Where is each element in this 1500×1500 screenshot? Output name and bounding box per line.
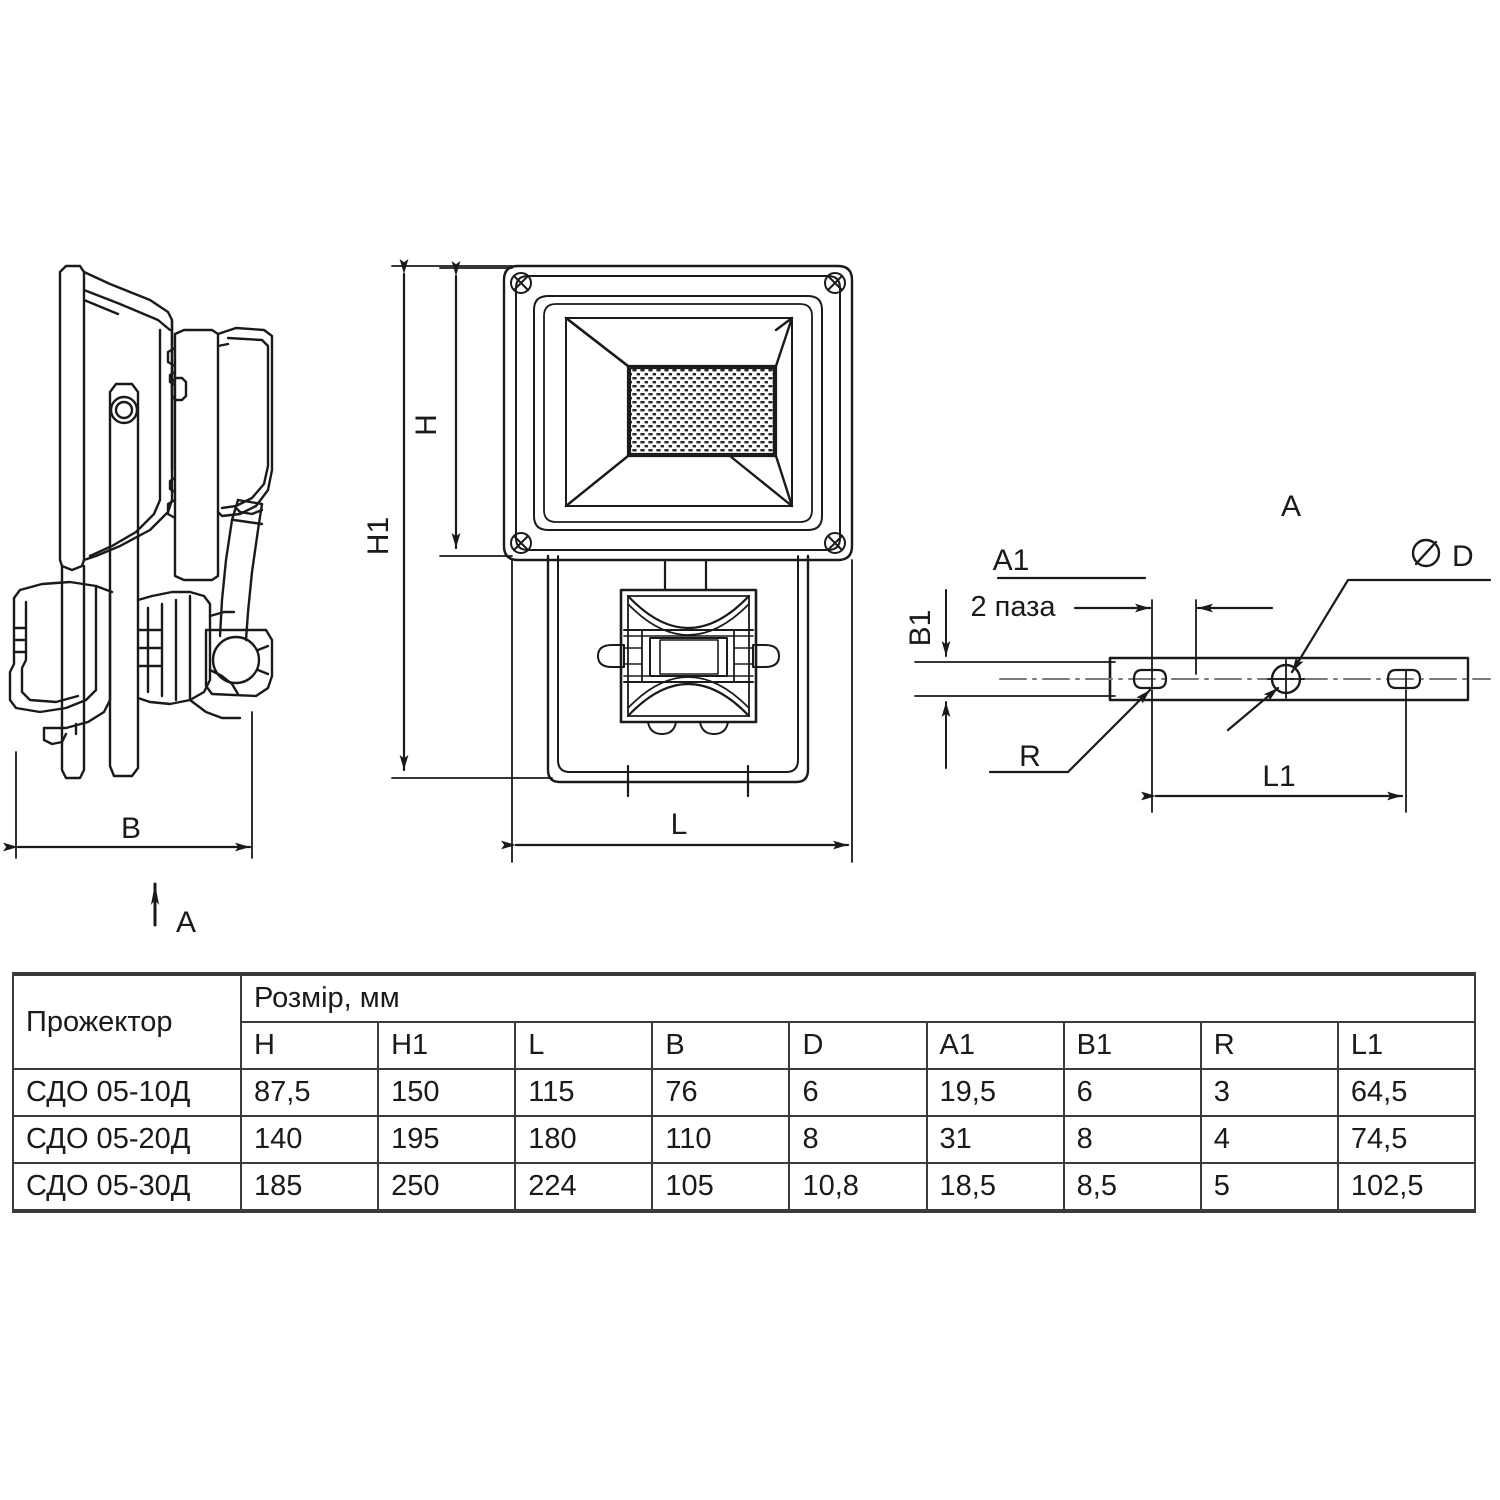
cell-d: 8 — [788, 1115, 928, 1164]
table-row: СДО 05-10Д 87,5 150 115 76 6 19,5 6 3 64… — [12, 1068, 1477, 1117]
dimension-label-r: R — [1019, 740, 1041, 773]
cell-h1: 195 — [377, 1115, 517, 1164]
cell-h1: 250 — [377, 1162, 517, 1213]
cell-h: 140 — [239, 1115, 380, 1164]
dimension-label-h1: H1 — [362, 517, 395, 555]
cell-r: 5 — [1199, 1162, 1339, 1213]
cell-b: 76 — [651, 1068, 791, 1117]
cell-h: 185 — [239, 1162, 380, 1213]
header-dim-b: B — [651, 1021, 791, 1070]
view-direction-label-a: A — [176, 906, 196, 939]
header-dim-r: R — [1199, 1021, 1339, 1070]
dimension-b — [3, 711, 253, 859]
dimension-label-a1: A1 — [993, 544, 1030, 577]
dimension-label-b: B — [121, 812, 141, 845]
cell-a1: 18,5 — [925, 1162, 1065, 1213]
detail-view-bracket-geometry — [914, 538, 1492, 813]
cell-l1: 64,5 — [1336, 1068, 1477, 1117]
header-dim-h1: H1 — [377, 1021, 517, 1070]
header-dim-l1: L1 — [1336, 1021, 1477, 1070]
header-size-group: Розмір, мм — [240, 972, 1476, 1023]
cell-product: СДО 05-30Д — [12, 1162, 242, 1213]
cell-b: 110 — [651, 1115, 791, 1164]
header-dim-l: L — [514, 1021, 654, 1070]
cell-b1: 8 — [1062, 1115, 1202, 1164]
header-dim-h: H — [239, 1021, 380, 1070]
specifications-table: Прожектор Розмір, мм H H1 L B D A1 B1 R … — [12, 972, 1477, 1213]
header-dim-b1: B1 — [1062, 1021, 1202, 1070]
dimension-h1 — [391, 259, 553, 779]
table-row: СДО 05-30Д 185 250 224 105 10,8 18,5 8,5… — [12, 1162, 1477, 1213]
cell-a1: 31 — [925, 1115, 1065, 1164]
side-view-floodlight-geometry — [8, 264, 274, 780]
front-view-floodlight-geometry — [502, 264, 854, 798]
dimension-l — [501, 559, 853, 863]
cell-b: 105 — [651, 1162, 791, 1213]
cell-b1: 6 — [1062, 1068, 1202, 1117]
cell-b1: 8,5 — [1062, 1162, 1202, 1213]
dimension-label-l1: L1 — [1262, 760, 1295, 793]
cell-l: 180 — [514, 1115, 654, 1164]
cell-h: 87,5 — [239, 1068, 380, 1117]
table-row: СДО 05-20Д 140 195 180 110 8 31 8 4 74,5 — [12, 1115, 1477, 1164]
cell-r: 3 — [1199, 1068, 1339, 1117]
cell-l1: 102,5 — [1336, 1162, 1477, 1213]
table-header-row-dims: H H1 L B D A1 B1 R L1 — [13, 1021, 1477, 1070]
cell-l: 224 — [514, 1162, 654, 1213]
header-dim-d: D — [788, 1021, 928, 1070]
cell-h1: 150 — [377, 1068, 517, 1117]
cell-product: СДО 05-10Д — [12, 1068, 242, 1117]
header-product: Прожектор — [12, 972, 242, 1070]
dimension-h — [439, 261, 513, 557]
table-header-row-group: Прожектор Розмір, мм — [12, 972, 1476, 1070]
slot-count-note: 2 паза — [970, 591, 1056, 623]
dimension-label-diameter-d: D — [1452, 540, 1474, 573]
cell-d: 6 — [788, 1068, 928, 1117]
header-dim-a1: A1 — [925, 1021, 1065, 1070]
dimension-label-h: H — [410, 414, 443, 436]
cell-d: 10,8 — [788, 1162, 928, 1213]
cell-l: 115 — [514, 1068, 654, 1117]
cell-a1: 19,5 — [925, 1068, 1065, 1117]
detail-view-label-a: A — [1281, 490, 1301, 523]
dimension-label-l: L — [671, 808, 688, 841]
cell-r: 4 — [1199, 1115, 1339, 1164]
cell-product: СДО 05-20Д — [12, 1115, 242, 1164]
cell-l1: 74,5 — [1336, 1115, 1477, 1164]
dimension-label-b1: B1 — [904, 610, 937, 647]
